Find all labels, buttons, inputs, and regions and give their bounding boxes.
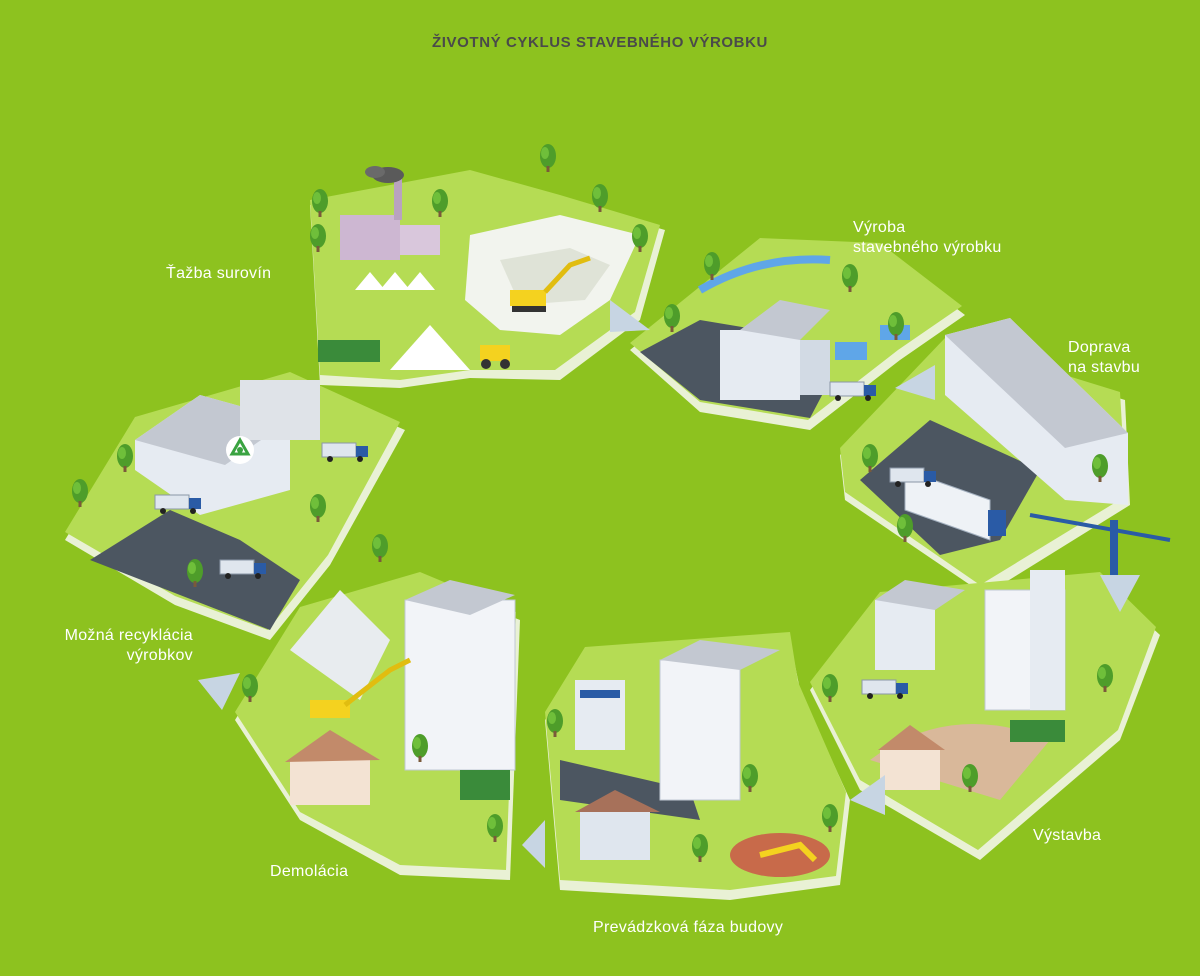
label-extraction: Ťažba surovín <box>166 264 271 284</box>
arrow-icon <box>522 820 545 868</box>
label-recycling: Možná recyklácia výrobkov <box>20 626 193 666</box>
label-operation: Prevádzková fáza budovy <box>593 918 783 938</box>
arrow-icon <box>198 673 240 710</box>
label-transport: Doprava na stavbu <box>1068 338 1140 378</box>
recycle-icon <box>226 436 254 464</box>
tile-operation <box>545 632 850 900</box>
label-construction: Výstavba <box>1033 826 1101 846</box>
tile-construction <box>810 570 1160 860</box>
label-demolition: Demolácia <box>270 862 348 882</box>
tile-extraction <box>310 144 665 388</box>
label-production: Výroba stavebného výrobku <box>853 218 1002 258</box>
diagram-title: ŽIVOTNÝ CYKLUS STAVEBNÉHO VÝROBKU <box>0 34 1200 51</box>
